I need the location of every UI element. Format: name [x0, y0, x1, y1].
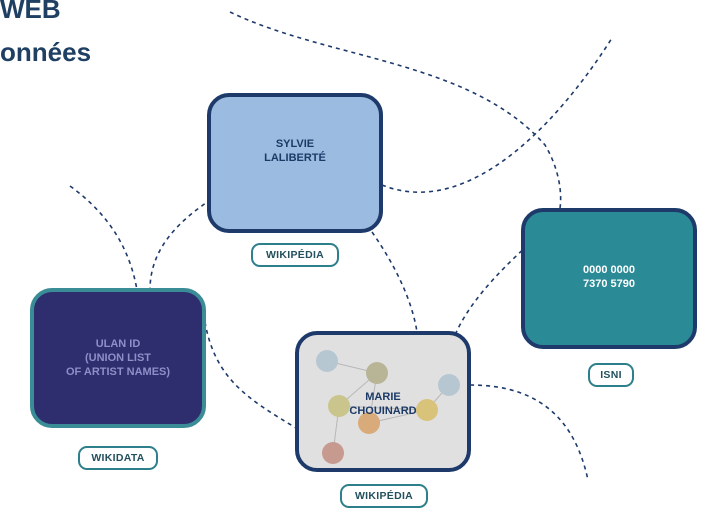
graph-node-4 — [358, 412, 380, 434]
node-ulan-label: ULAN ID (UNION LIST OF ARTIST NAMES) — [65, 338, 171, 378]
graph-node-3 — [328, 395, 350, 417]
graph-node-1 — [316, 350, 338, 372]
tag-wikipedia-marie[interactable]: WIKIPÉDIA — [340, 484, 428, 508]
node-ulan-id[interactable]: ULAN ID (UNION LIST OF ARTIST NAMES) — [30, 288, 206, 428]
node-isni-label: 0000 0000 7370 5790 — [583, 263, 635, 290]
node-isni[interactable]: 0000 0000 7370 5790 — [521, 208, 697, 349]
page-title-line-1: WEB — [0, 0, 61, 24]
connector-marie-right — [469, 384, 589, 481]
page-title-line-2: onnées — [0, 37, 92, 67]
graph-node-2 — [366, 362, 388, 384]
node-marie-label: MARIE CHOUINARD — [349, 390, 417, 417]
connector-sylvie-marie — [371, 231, 418, 333]
tag-wikidata[interactable]: WIKIDATA — [78, 446, 158, 470]
graph-node-7 — [322, 442, 344, 464]
graph-node-6 — [438, 374, 460, 396]
tag-isni[interactable]: ISNI — [588, 363, 634, 387]
connector-isni-marie — [454, 244, 529, 336]
connector-top-right — [381, 37, 613, 193]
node-sylvie-label: SYLVIE LALIBERTÉ — [264, 138, 326, 164]
tag-wikipedia-sylvie[interactable]: WIKIPÉDIA — [251, 243, 339, 267]
node-marie-chouinard[interactable]: MARIE CHOUINARD — [295, 331, 471, 472]
connector-left-ulan — [69, 185, 138, 291]
node-sylvie-laliberte[interactable]: SYLVIE LALIBERTÉ — [207, 93, 383, 233]
graph-node-5 — [416, 399, 438, 421]
connector-top-arc — [229, 11, 562, 209]
connector-sylvie-ulan — [149, 194, 219, 291]
connector-ulan-marie — [204, 321, 297, 429]
